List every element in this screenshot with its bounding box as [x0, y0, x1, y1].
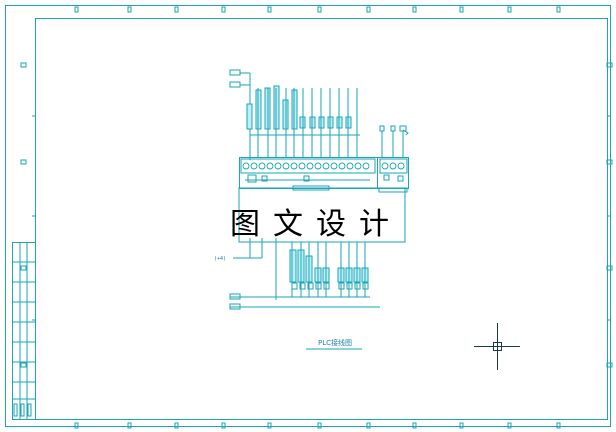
zone-markers-top [74, 6, 561, 13]
left-title-strip [12, 242, 36, 420]
crosshair-cursor[interactable] [474, 323, 520, 370]
watermark-text: 图文设计 [230, 207, 402, 242]
output-relays-right [379, 125, 409, 158]
plc-module [239, 157, 409, 193]
drawing-title-label: PLC接线图 [317, 339, 352, 347]
plc-terminals [242, 162, 405, 170]
zone-markers-sides [20, 62, 613, 368]
upper-rungs [246, 85, 360, 158]
small-note-label: (+4) [214, 256, 227, 262]
lower-wiring [229, 187, 406, 310]
inner-frame [35, 18, 608, 420]
zone-markers-bottom [74, 422, 561, 429]
